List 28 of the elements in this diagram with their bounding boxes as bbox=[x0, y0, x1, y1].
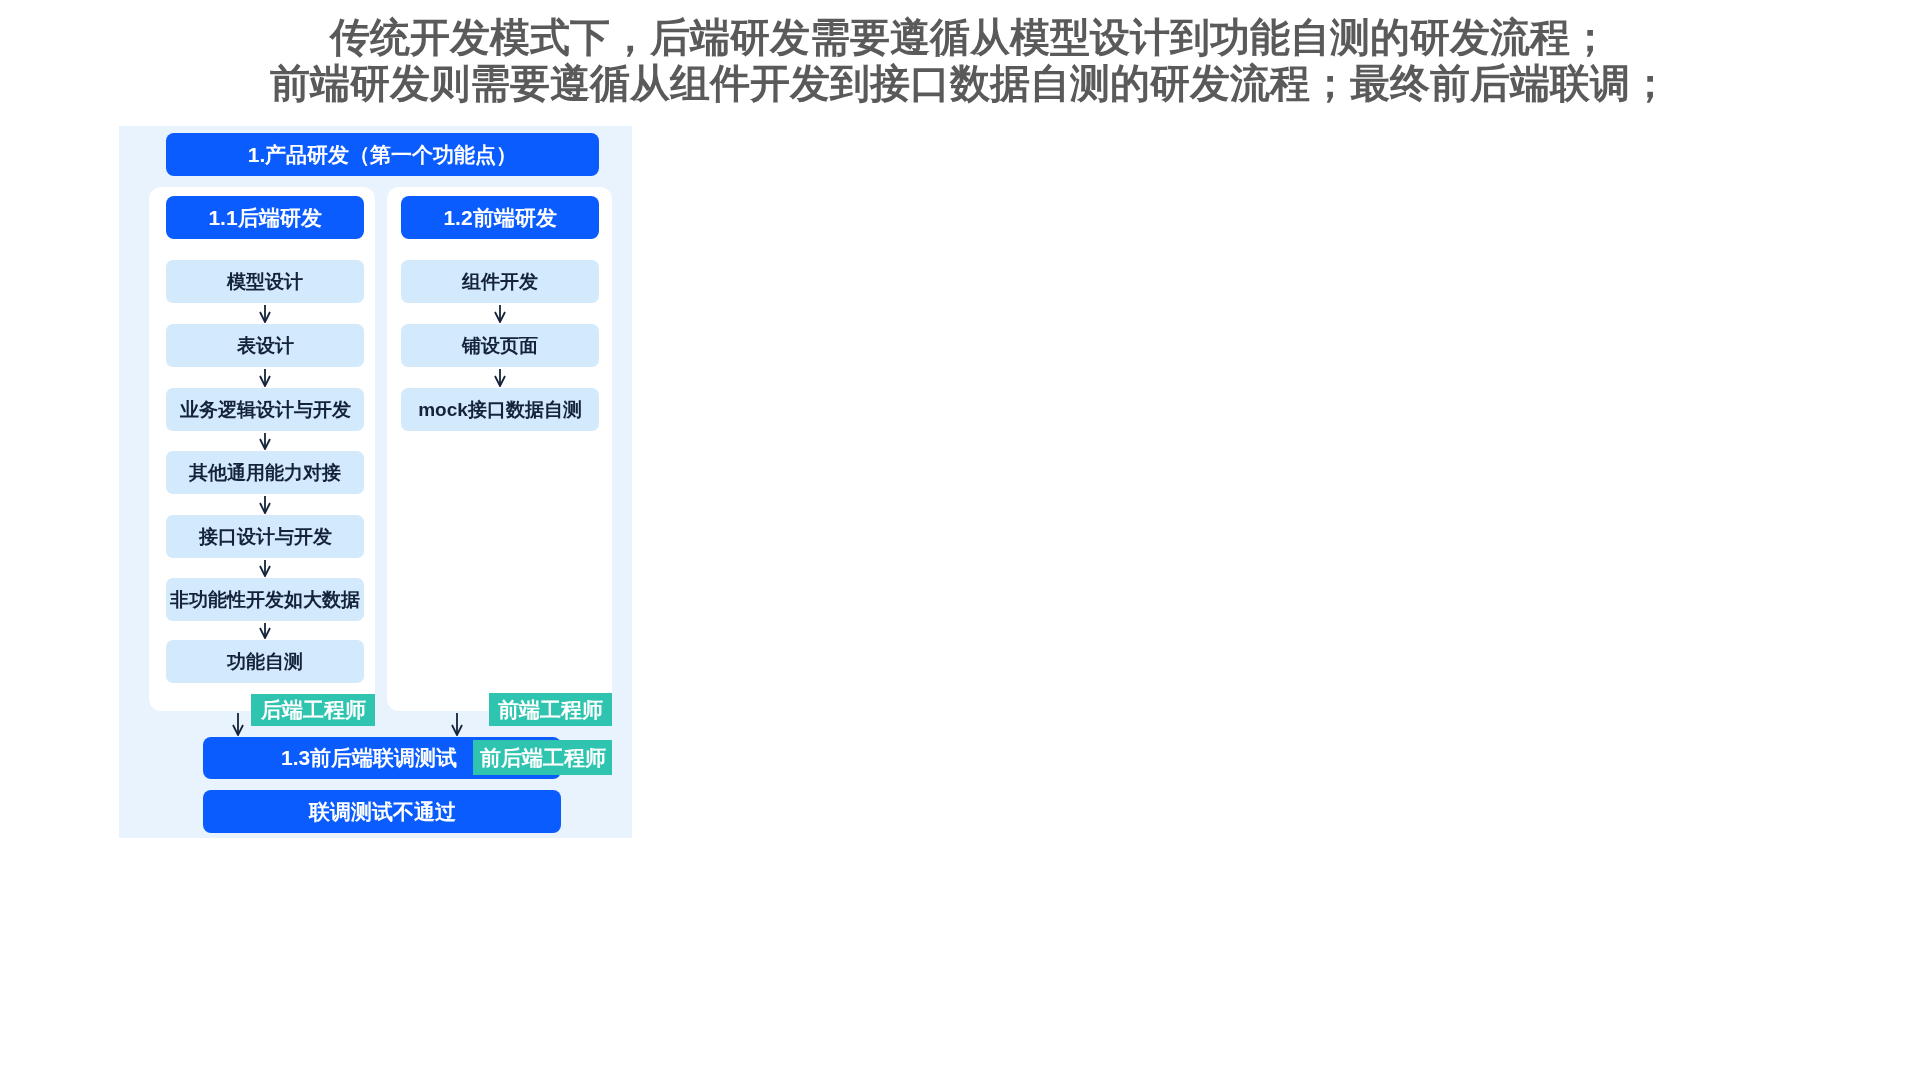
process-box: 表设计 bbox=[166, 324, 364, 367]
role-tag: 前端工程师 bbox=[489, 693, 612, 726]
role-tag: 前后端工程师 bbox=[473, 740, 612, 775]
arrow bbox=[259, 495, 271, 514]
arrow bbox=[259, 432, 271, 450]
process-box: 铺设页面 bbox=[401, 324, 599, 367]
process-box: 接口设计与开发 bbox=[166, 515, 364, 558]
process-box: 组件开发 bbox=[401, 260, 599, 303]
process-box: 功能自测 bbox=[166, 640, 364, 683]
process-bar: 1.2前端研发 bbox=[401, 196, 599, 239]
title: 传统开发模式下，后端研发需要遵循从模型设计到功能自测的研发流程；前端研发则需要遵循从组件开发到接口数据自测的研发流程；最终前后端联调； bbox=[269, 14, 1671, 106]
role-tag: 后端工程师 bbox=[251, 694, 375, 726]
process-bar: 联调测试不通过 bbox=[203, 790, 561, 833]
arrow bbox=[494, 304, 506, 323]
process-box: 模型设计 bbox=[166, 260, 364, 303]
arrow bbox=[259, 622, 271, 639]
arrow bbox=[259, 304, 271, 323]
process-box: 业务逻辑设计与开发 bbox=[166, 388, 364, 431]
process-box: mock接口数据自测 bbox=[401, 388, 599, 431]
arrow bbox=[451, 712, 463, 736]
arrow bbox=[259, 559, 271, 577]
process-bar: 1.1后端研发 bbox=[166, 196, 364, 239]
process-bar: 1.产品研发（第一个功能点） bbox=[166, 133, 599, 176]
arrow bbox=[259, 368, 271, 387]
process-box: 非功能性开发如大数据 bbox=[166, 578, 364, 621]
arrow bbox=[494, 368, 506, 387]
arrow bbox=[232, 712, 244, 736]
process-box: 其他通用能力对接 bbox=[166, 451, 364, 494]
